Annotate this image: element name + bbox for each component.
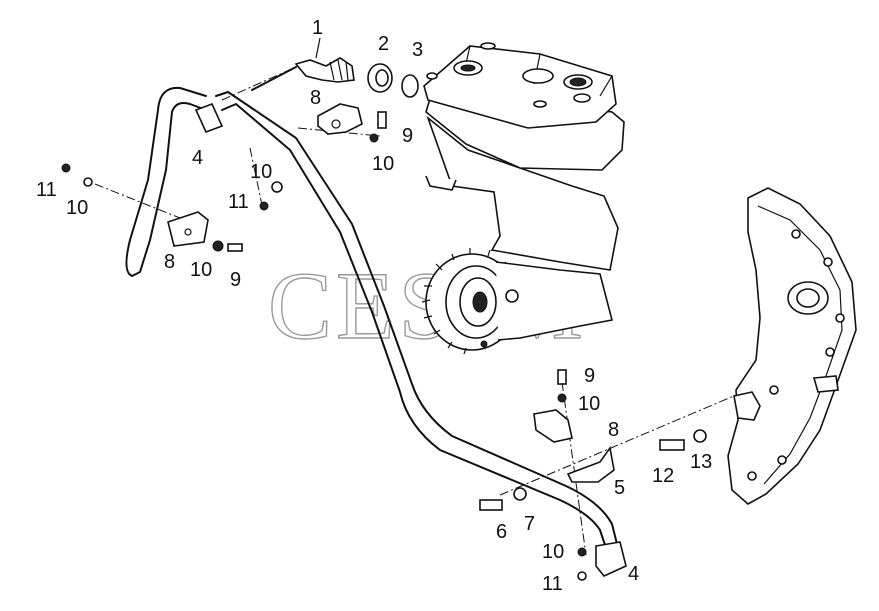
callout-8: 8 [310,87,321,109]
callout-12: 12 [652,465,674,487]
callout-9: 9 [402,125,413,147]
bolt-9-upper [369,111,387,143]
callouts: 1 2 3 8 9 10 4 10 11 11 10 8 10 9 9 10 8… [36,17,712,595]
air-compressor [421,42,625,355]
callout-5: 5 [614,477,625,499]
callout-4: 4 [192,147,203,169]
callout-6: 6 [496,521,507,543]
callout-9: 9 [230,269,241,291]
washer-10-left [259,181,283,211]
callout-4: 4 [628,563,639,585]
callout-10: 10 [372,153,394,175]
callout-10: 10 [66,197,88,219]
oil-pipe [125,66,627,577]
nut-2 [367,63,393,93]
callout-10: 10 [542,541,564,563]
callout-3: 3 [412,39,423,61]
elbow-fitting [294,57,355,83]
callout-10: 10 [190,259,212,281]
timing-cover [727,187,857,505]
callout-9: 9 [584,365,595,387]
callout-10: 10 [578,393,600,415]
callout-1: 1 [312,17,323,39]
callout-11: 11 [36,179,57,201]
leader-lines [315,37,321,59]
fasteners-left [61,163,243,252]
callout-10: 10 [250,161,272,183]
callout-13: 13 [690,451,712,473]
bracket-left [167,211,209,247]
seal-ring-3 [401,74,419,98]
callout-8: 8 [164,251,175,273]
callout-11: 11 [542,573,563,595]
callout-8: 8 [608,419,619,441]
callout-2: 2 [378,33,389,55]
fasteners-lower [479,369,707,581]
clamp-upper [317,103,363,135]
callout-11: 11 [228,191,249,213]
callout-7: 7 [524,513,535,535]
